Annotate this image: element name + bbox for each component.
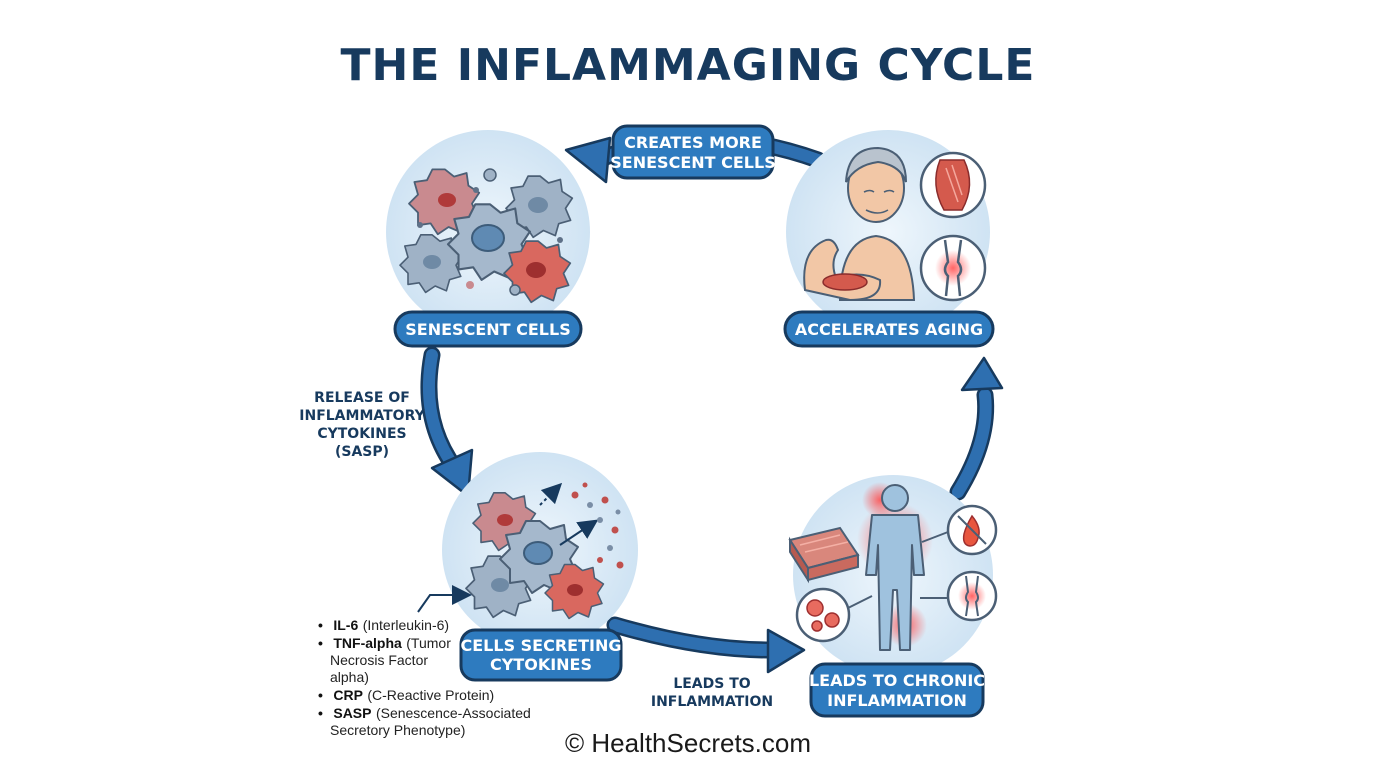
cytokine-desc: (Interleukin-6) [363, 617, 449, 633]
bullet-char: • [318, 617, 323, 633]
arrow-release [420, 346, 474, 498]
edge-creates-more-line2: SENESCENT CELLS [610, 153, 775, 172]
senescent-cells-icon [399, 168, 574, 304]
edge-creates-more: CREATES MORE SENESCENT CELLS [610, 124, 776, 180]
node-secreting-label-line1: CELLS SECRETING [461, 636, 622, 655]
node-senescent-cells: SENESCENT CELLS [386, 130, 590, 348]
node-accelerates-aging: ACCELERATES AGING [783, 130, 995, 348]
cytokine-desc-cont: Secretory Phenotype) [330, 722, 465, 738]
cytokine-list: • IL-6 (Interleukin-6) • TNF-alpha (Tumo… [318, 617, 531, 738]
cytokine-desc: (C-Reactive Protein) [367, 687, 494, 703]
node-cells-secreting: CELLS SECRETING CYTOKINES [442, 452, 638, 682]
list-pointer-arrow [417, 585, 472, 613]
edge-release-line: INFLAMMATORY [299, 408, 425, 424]
bullet-char: • [318, 635, 323, 651]
node-secreting-label-line2: CYTOKINES [490, 655, 592, 674]
node-aging-label: ACCELERATES AGING [795, 320, 983, 339]
bullet-char: • [318, 705, 323, 721]
list-item: • IL-6 (Interleukin-6) [318, 617, 449, 634]
list-item: • SASP (Senescence-Associated [318, 705, 531, 722]
edge-leads-to-line: INFLAMMATION [651, 694, 773, 710]
copyright-text: © HealthSecrets.com [565, 728, 811, 758]
edge-release-line: RELEASE OF [314, 390, 410, 406]
bullet-char: • [318, 687, 323, 703]
arrow-accelerates [949, 356, 1004, 501]
edge-release-label: RELEASE OF INFLAMMATORY CYTOKINES (SASP) [299, 390, 425, 460]
node-chronic-label-line2: INFLAMMATION [827, 691, 967, 710]
node-senescent-label: SENESCENT CELLS [405, 320, 570, 339]
cytokine-desc-cont: Necrosis Factor [330, 652, 428, 668]
cytokine-desc: (Senescence-Associated [376, 705, 531, 721]
diagram-title: THE INFLAMMAGING CYCLE [341, 40, 1036, 91]
edge-leads-to-label: LEADS TO INFLAMMATION [651, 676, 773, 710]
node-chronic-inflammation: LEADS TO CHRONIC INFLAMMATION [788, 475, 998, 718]
cytokine-name: SASP [333, 705, 371, 721]
cytokine-name: CRP [333, 687, 363, 703]
cytokine-name: IL-6 [333, 617, 358, 633]
cytokine-desc: (Tumor [406, 635, 451, 651]
arrow-leads-to [606, 616, 806, 674]
aging-person-icon [803, 146, 987, 302]
edge-release-line: CYTOKINES [317, 426, 406, 442]
inflamed-body-icon [788, 482, 998, 651]
cytokine-secretion-icon [465, 482, 624, 620]
edge-creates-more-line1: CREATES MORE [624, 133, 762, 152]
edge-leads-to-line: LEADS TO [673, 676, 750, 692]
node-chronic-label-line1: LEADS TO CHRONIC [809, 671, 985, 690]
edge-release-line: (SASP) [335, 444, 389, 460]
cytokine-desc-cont: alpha) [330, 669, 369, 685]
cytokine-name: TNF-alpha [333, 635, 402, 651]
list-item: • CRP (C-Reactive Protein) [318, 687, 494, 704]
list-item: • TNF-alpha (Tumor [318, 635, 451, 652]
cycle-arrows [420, 130, 1004, 674]
